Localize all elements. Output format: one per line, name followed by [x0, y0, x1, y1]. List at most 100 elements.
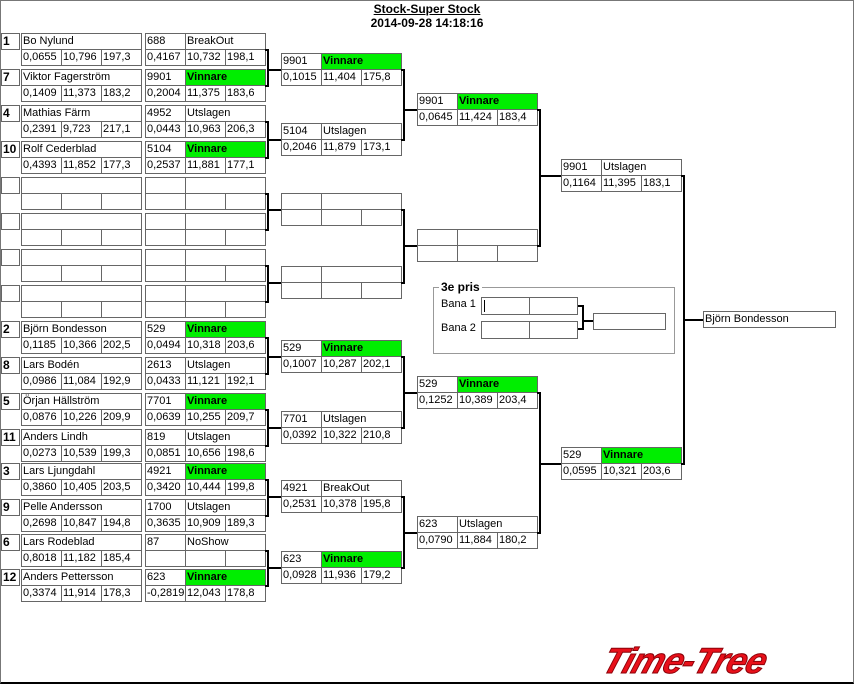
driver-stat-field[interactable] — [101, 229, 142, 246]
driver-name-field[interactable]: Rolf Cederblad — [21, 141, 142, 158]
driver-name-field[interactable] — [21, 285, 142, 302]
stat-field[interactable] — [457, 245, 498, 262]
driver-name-field[interactable]: Björn Bondesson — [21, 321, 142, 338]
driver-stat-field[interactable]: 10,539 — [61, 445, 102, 462]
status-field[interactable]: Vinnare — [185, 69, 266, 86]
stat-field[interactable]: 177,1 — [225, 157, 266, 174]
stat-field[interactable]: 11,375 — [185, 85, 226, 102]
driver-stat-field[interactable]: 183,2 — [101, 85, 142, 102]
stat-field[interactable]: 0,0645 — [417, 109, 458, 126]
driver-name-field[interactable] — [21, 177, 142, 194]
stat-field[interactable]: 0,0639 — [145, 409, 186, 426]
car-number-field[interactable]: 529 — [561, 447, 602, 464]
driver-name-field[interactable] — [21, 213, 142, 230]
status-field[interactable]: Utslagen — [185, 429, 266, 446]
car-number-field[interactable] — [417, 229, 458, 246]
stat-field[interactable]: 11,121 — [185, 373, 226, 390]
stat-field[interactable]: 0,2046 — [281, 139, 322, 156]
stat-field[interactable]: 203,6 — [225, 337, 266, 354]
stat-field[interactable] — [417, 245, 458, 262]
status-field[interactable]: Vinnare — [321, 551, 402, 568]
stat-field[interactable]: 179,2 — [361, 567, 402, 584]
driver-stat-field[interactable]: 197,3 — [101, 49, 142, 66]
stat-field[interactable]: 10,322 — [321, 427, 362, 444]
stat-field[interactable]: 11,884 — [457, 532, 498, 549]
car-number-field[interactable] — [145, 213, 186, 230]
status-field[interactable]: Vinnare — [601, 447, 682, 464]
stat-field[interactable]: 10,732 — [185, 49, 226, 66]
driver-name-field[interactable]: Viktor Fagerström — [21, 69, 142, 86]
lane2-car-field[interactable] — [481, 321, 530, 339]
stat-field[interactable]: 10,909 — [185, 515, 226, 532]
stat-field[interactable]: 10,389 — [457, 392, 498, 409]
stat-field[interactable] — [225, 550, 266, 567]
lane1-status-field[interactable] — [529, 297, 578, 315]
driver-stat-field[interactable]: 194,8 — [101, 515, 142, 532]
car-number-field[interactable]: 623 — [417, 516, 458, 533]
stat-field[interactable]: 11,936 — [321, 567, 362, 584]
car-number-field[interactable]: 623 — [145, 569, 186, 586]
stat-field[interactable]: 10,255 — [185, 409, 226, 426]
driver-name-field[interactable]: Lars Ljungdahl — [21, 463, 142, 480]
stat-field[interactable] — [145, 301, 186, 318]
driver-name-field[interactable]: Pelle Andersson — [21, 499, 142, 516]
stat-field[interactable]: 0,4167 — [145, 49, 186, 66]
stat-field[interactable]: 198,6 — [225, 445, 266, 462]
driver-stat-field[interactable]: 0,0273 — [21, 445, 62, 462]
driver-stat-field[interactable]: 0,3374 — [21, 585, 62, 602]
stat-field[interactable] — [321, 282, 362, 299]
stat-field[interactable]: 10,656 — [185, 445, 226, 462]
stat-field[interactable]: 11,395 — [601, 175, 642, 192]
stat-field[interactable]: 0,2004 — [145, 85, 186, 102]
driver-stat-field[interactable] — [21, 193, 62, 210]
driver-stat-field[interactable]: 10,796 — [61, 49, 102, 66]
driver-stat-field[interactable]: 0,0655 — [21, 49, 62, 66]
car-number-field[interactable]: 4952 — [145, 105, 186, 122]
driver-stat-field[interactable]: 11,852 — [61, 157, 102, 174]
driver-stat-field[interactable]: 0,2698 — [21, 515, 62, 532]
stat-field[interactable]: 11,881 — [185, 157, 226, 174]
driver-name-field[interactable]: Lars Bodén — [21, 357, 142, 374]
stat-field[interactable]: 173,1 — [361, 139, 402, 156]
status-field[interactable] — [321, 193, 402, 210]
status-field[interactable]: Utslagen — [185, 499, 266, 516]
stat-field[interactable]: 10,963 — [185, 121, 226, 138]
stat-field[interactable] — [225, 193, 266, 210]
stat-field[interactable]: 10,444 — [185, 479, 226, 496]
car-number-field[interactable]: 2613 — [145, 357, 186, 374]
stat-field[interactable]: 183,1 — [641, 175, 682, 192]
car-number-field[interactable]: 5104 — [281, 123, 322, 140]
status-field[interactable] — [185, 285, 266, 302]
stat-field[interactable]: 10,287 — [321, 356, 362, 373]
driver-stat-field[interactable] — [101, 193, 142, 210]
stat-field[interactable]: 0,2531 — [281, 496, 322, 513]
car-number-field[interactable]: 819 — [145, 429, 186, 446]
status-field[interactable]: Vinnare — [185, 569, 266, 586]
car-number-field[interactable]: 87 — [145, 534, 186, 551]
car-number-field[interactable] — [145, 177, 186, 194]
stat-field[interactable]: 0,1164 — [561, 175, 602, 192]
car-number-field[interactable] — [145, 249, 186, 266]
stat-field[interactable]: 175,8 — [361, 69, 402, 86]
status-field[interactable]: NoShow — [185, 534, 266, 551]
driver-stat-field[interactable]: 0,1409 — [21, 85, 62, 102]
stat-field[interactable]: 0,2537 — [145, 157, 186, 174]
stat-field[interactable]: 209,7 — [225, 409, 266, 426]
car-number-field[interactable]: 9901 — [145, 69, 186, 86]
status-field[interactable] — [185, 177, 266, 194]
stat-field[interactable]: 0,3420 — [145, 479, 186, 496]
status-field[interactable] — [185, 249, 266, 266]
driver-stat-field[interactable]: 11,182 — [61, 550, 102, 567]
stat-field[interactable]: 202,1 — [361, 356, 402, 373]
stat-field[interactable] — [225, 301, 266, 318]
car-number-field[interactable]: 529 — [417, 376, 458, 393]
status-field[interactable]: Vinnare — [185, 463, 266, 480]
lane2-status-field[interactable] — [529, 321, 578, 339]
stat-field[interactable]: -0,2819 — [145, 585, 186, 602]
driver-stat-field[interactable]: 192,9 — [101, 373, 142, 390]
car-number-field[interactable]: 4921 — [145, 463, 186, 480]
stat-field[interactable]: 10,318 — [185, 337, 226, 354]
driver-stat-field[interactable] — [61, 193, 102, 210]
stat-field[interactable]: 203,4 — [497, 392, 538, 409]
driver-stat-field[interactable] — [61, 265, 102, 282]
